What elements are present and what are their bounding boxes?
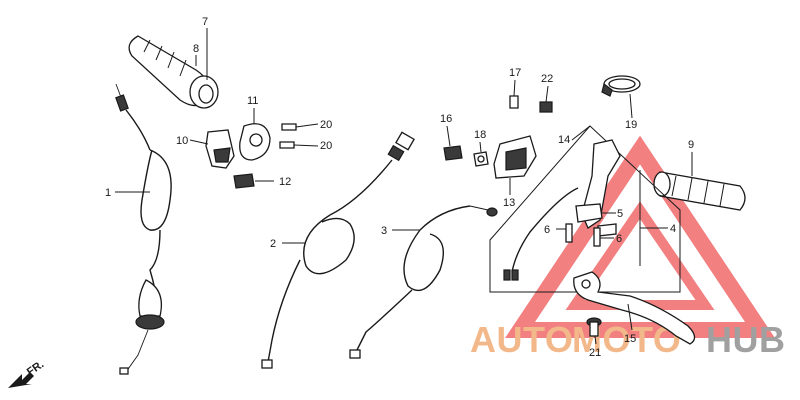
callout-20a: 20 — [320, 119, 332, 131]
switch-connector-b — [511, 269, 519, 281]
callout-17: 17 — [509, 67, 521, 79]
callout-13: 13 — [503, 197, 515, 209]
front-direction-marker: FR. — [8, 358, 46, 388]
leader-15 — [627, 303, 633, 331]
front-arrow-icon — [8, 372, 34, 388]
leader-10 — [189, 139, 209, 145]
callout-5: 5 — [617, 208, 623, 220]
part-clamp-band — [601, 75, 641, 97]
part-pivot-bolt — [586, 317, 602, 337]
leader-22 — [545, 85, 549, 103]
leader-17 — [513, 79, 516, 97]
callout-6a: 6 — [544, 224, 550, 236]
callout-11: 11 — [247, 95, 258, 107]
part-throttle-housing — [205, 123, 297, 189]
watermark-word-hub: HUB — [706, 319, 786, 360]
part-clutch-cable — [349, 205, 498, 359]
callout-9: 9 — [688, 139, 694, 151]
part-throttle-grip — [128, 35, 219, 109]
leader-20a — [295, 123, 319, 128]
watermark-word-auto: AUTO — [470, 319, 573, 360]
callout-2: 2 — [270, 238, 276, 250]
callout-7: 7 — [202, 16, 208, 28]
callout-10: 10 — [176, 135, 188, 147]
switch-connector-a — [503, 269, 511, 281]
leader-16 — [446, 125, 451, 147]
part-speedometer-cable — [261, 131, 415, 369]
callout-15: 15 — [624, 333, 636, 345]
callout-19: 19 — [625, 119, 637, 131]
callout-4: 4 — [670, 223, 676, 235]
part-throttle-cable — [115, 83, 172, 375]
callout-20b: 20 — [320, 140, 332, 152]
part-clutch-lever — [573, 271, 696, 345]
callout-16: 16 — [440, 113, 452, 125]
leader-14 — [571, 125, 591, 141]
part-perch-bolts — [443, 95, 553, 179]
callout-14: 14 — [558, 134, 570, 146]
leader-20b — [293, 144, 319, 147]
assembly-outline-14 — [489, 125, 681, 293]
part-clutch-switch-wire — [511, 187, 579, 273]
leader-21 — [594, 335, 597, 345]
callout-21: 21 — [589, 347, 601, 359]
leader-18 — [479, 141, 482, 153]
callout-8: 8 — [193, 43, 199, 55]
callout-12: 12 — [279, 176, 291, 188]
leader-19 — [629, 93, 633, 119]
callout-1: 1 — [105, 187, 111, 199]
callout-6b: 6 — [616, 233, 622, 245]
callout-3: 3 — [381, 225, 387, 237]
callout-22: 22 — [541, 73, 553, 85]
part-bolts-6 — [565, 223, 601, 247]
callout-18: 18 — [474, 129, 486, 141]
